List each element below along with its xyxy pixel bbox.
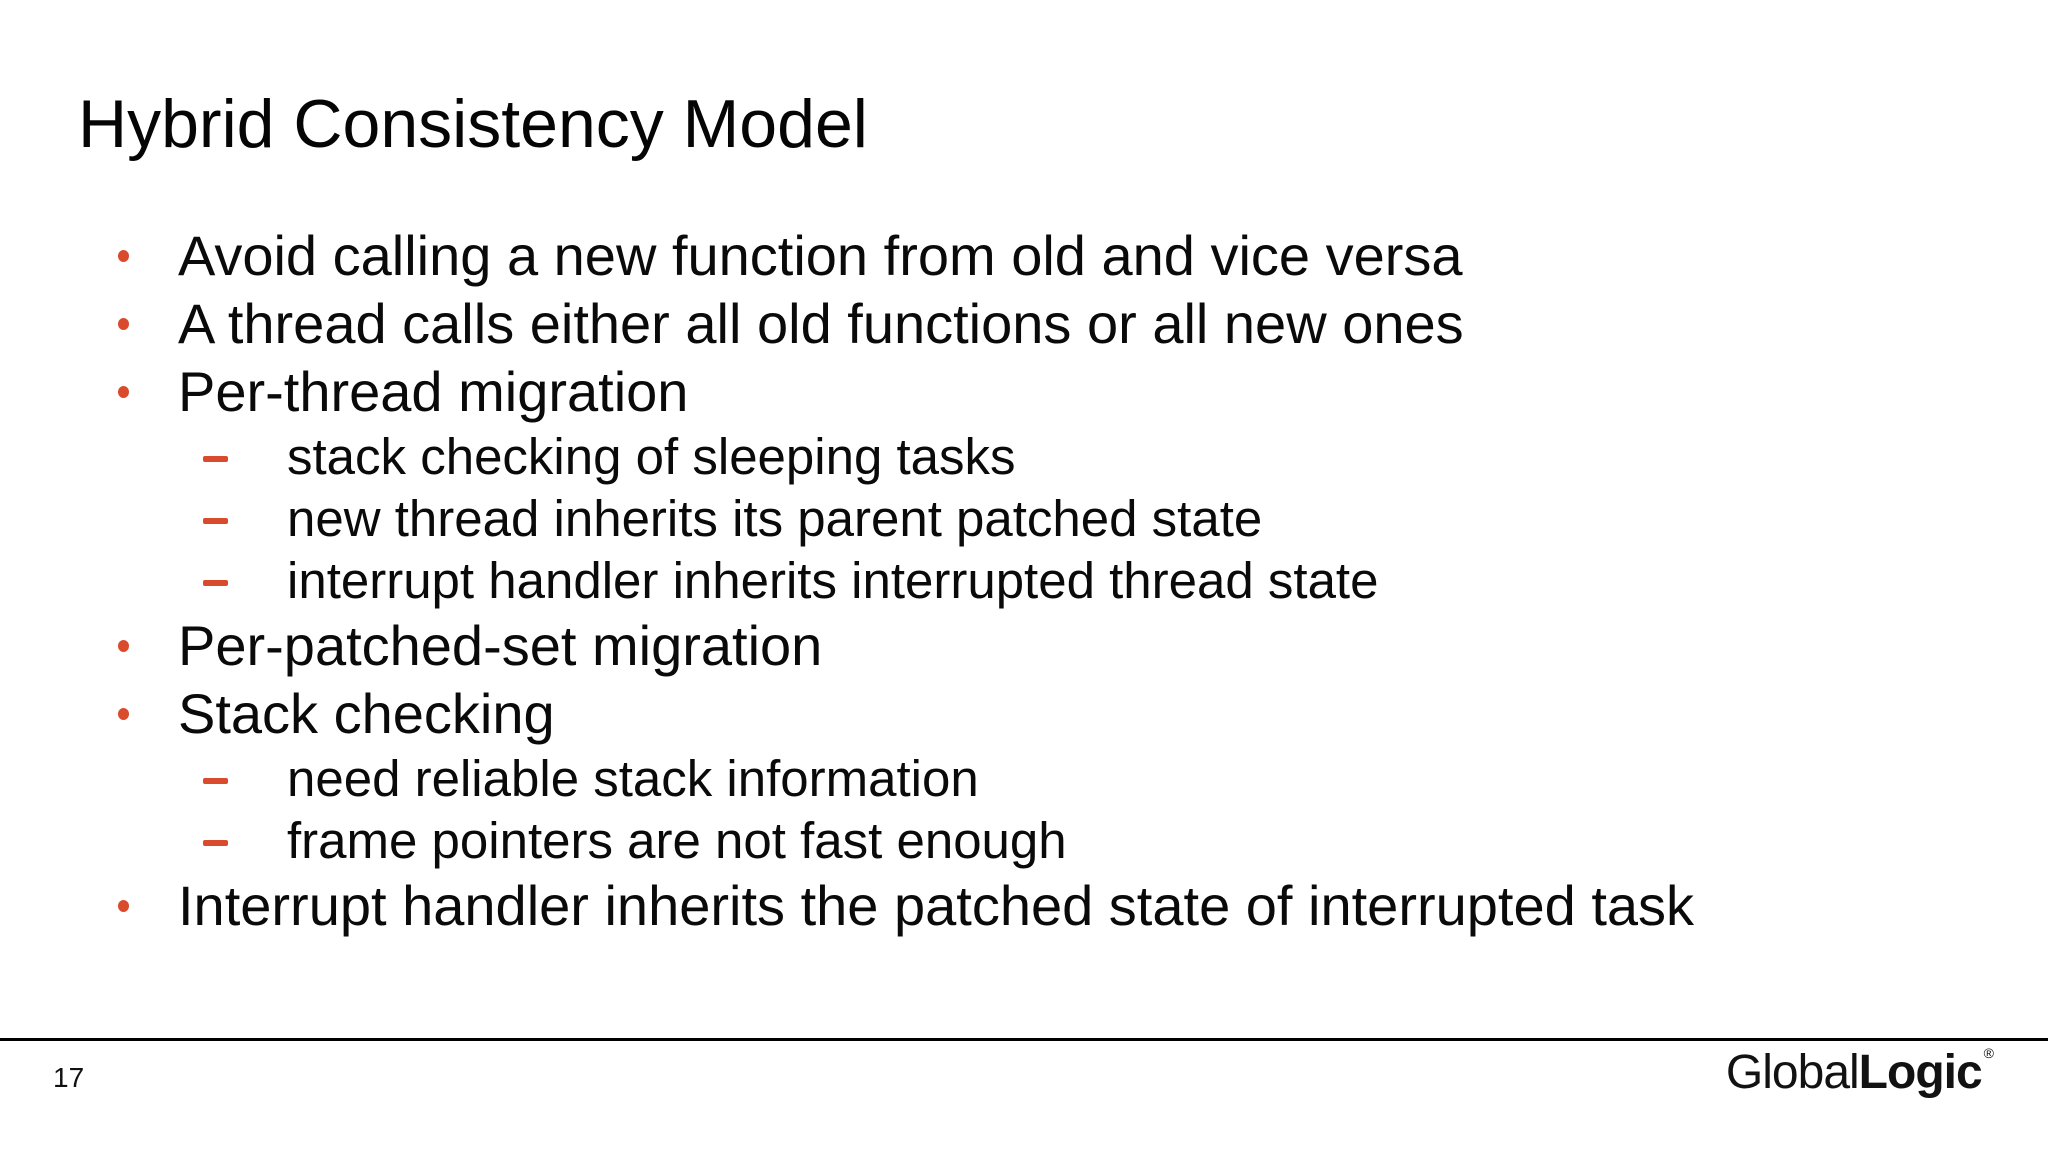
- sub-bullet-text: frame pointers are not fast enough: [287, 812, 1067, 869]
- sub-bullet-text: stack checking of sleeping tasks: [287, 428, 1016, 485]
- logo-global: Global: [1725, 1046, 1860, 1099]
- bullet-list: Avoid calling a new function from old an…: [0, 222, 2048, 940]
- sub-bullet-text: new thread inherits its parent patched s…: [287, 490, 1263, 547]
- sub-bullet-item: need reliable stack information: [0, 748, 2048, 810]
- bullet-text: A thread calls either all old functions …: [178, 292, 1464, 355]
- page-number: 17: [53, 1062, 85, 1093]
- dash-marker: [203, 456, 228, 462]
- bullet-text: Stack checking: [178, 682, 555, 745]
- bullet-dot: [118, 900, 129, 912]
- dash-marker: [203, 778, 228, 784]
- bullet-item: Interrupt handler inherits the patched s…: [0, 872, 2048, 940]
- sub-bullet-item: new thread inherits its parent patched s…: [0, 488, 2048, 550]
- sub-bullet-item: interrupt handler inherits interrupted t…: [0, 550, 2048, 612]
- bullet-item: Per-thread migration: [0, 358, 2048, 426]
- dash-marker: [203, 840, 228, 846]
- bullet-text: Interrupt handler inherits the patched s…: [178, 874, 1695, 937]
- bullet-dot: [118, 640, 129, 652]
- sub-bullet-text: interrupt handler inherits interrupted t…: [287, 552, 1379, 609]
- bullet-item: Per-patched-set migration: [0, 612, 2048, 680]
- footer-divider: [0, 1038, 2048, 1041]
- bullet-item: Stack checking: [0, 680, 2048, 748]
- bullet-item: Avoid calling a new function from old an…: [0, 222, 2048, 290]
- bullet-dot: [118, 250, 129, 262]
- bullet-dot: [118, 386, 129, 398]
- dash-marker: [203, 580, 228, 586]
- logo-logic: Logic: [1858, 1046, 1983, 1099]
- sub-bullet-text: need reliable stack information: [287, 750, 979, 807]
- bullet-dot: [118, 708, 129, 720]
- slide-title: Hybrid Consistency Model: [78, 86, 868, 162]
- registered-trademark-symbol: ®: [1983, 1045, 1994, 1061]
- sub-bullet-item: frame pointers are not fast enough: [0, 810, 2048, 872]
- bullet-text: Per-patched-set migration: [178, 614, 823, 677]
- bullet-text: Per-thread migration: [178, 360, 689, 423]
- dash-marker: [203, 518, 228, 524]
- sub-bullet-item: stack checking of sleeping tasks: [0, 426, 2048, 488]
- bullet-text: Avoid calling a new function from old an…: [178, 224, 1463, 287]
- bullet-dot: [118, 318, 129, 330]
- bullet-item: A thread calls either all old functions …: [0, 290, 2048, 358]
- globallogic-logo: GlobalLogic®: [1725, 1046, 1994, 1099]
